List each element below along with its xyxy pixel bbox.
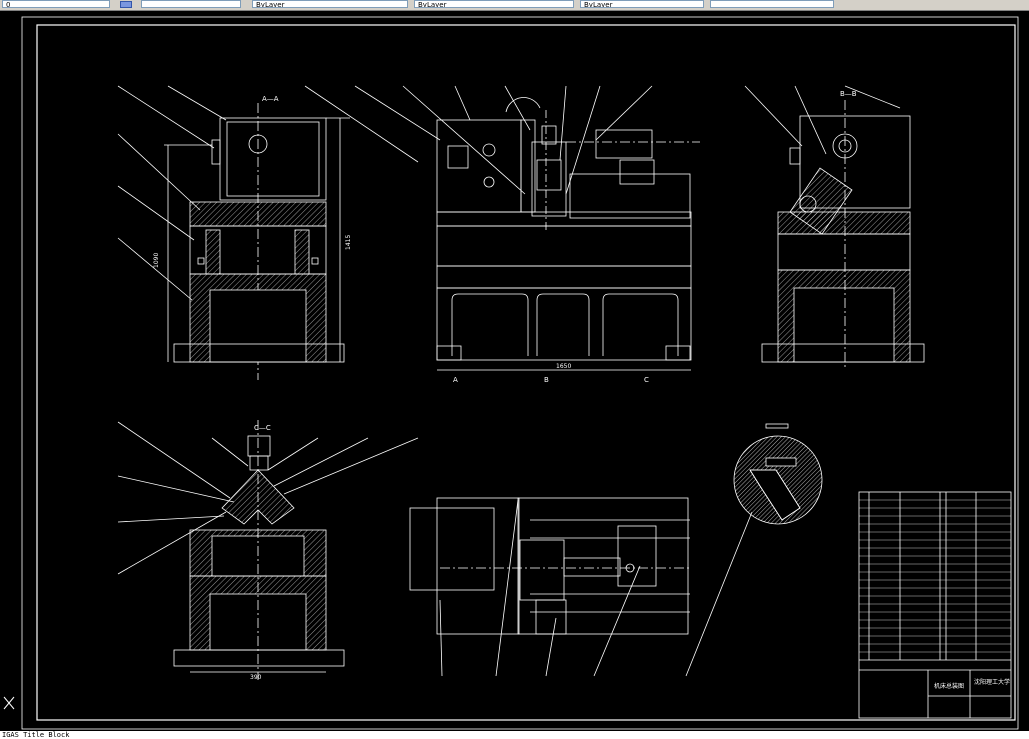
color-dropdown[interactable]: ByLayer: [252, 0, 408, 8]
drawing-canvas[interactable]: A—A 1090 1415: [0, 11, 1029, 731]
front-section-title: A—A: [262, 95, 279, 103]
detail-view-circle: [685, 423, 823, 677]
side-section-title: B—B: [840, 90, 857, 98]
drawing-svg: A—A 1090 1415: [21, 16, 1019, 730]
layer-dropdown[interactable]: 0: [2, 0, 110, 8]
dim-front-height-2: 1415: [345, 235, 352, 250]
front-section-view: A—A 1090 1415: [117, 85, 419, 380]
section-marker-a: A: [453, 376, 458, 384]
ucs-icon: [2, 695, 16, 729]
section-marker-b: B: [544, 376, 549, 384]
properties-toolbar: 0 ByLayer ByLayer ByLayer: [0, 0, 1029, 11]
side-section-view: B—B: [744, 85, 925, 370]
dim-main-width: 1650: [556, 363, 571, 370]
section-marker-c: C: [644, 376, 649, 384]
title-drawing-name: 机床总装图: [934, 682, 964, 690]
bottom-section-title: C—C: [254, 424, 271, 432]
title-block: 机床总装图 沈阳理工大学: [858, 491, 1012, 719]
top-plan-view: [409, 497, 690, 677]
dim-bottom-width: 390: [250, 674, 262, 681]
dim-front-height-1: 1090: [153, 253, 160, 268]
sheet-inner-border: [36, 24, 1016, 721]
plotstyle-dropdown[interactable]: [710, 0, 834, 8]
sheet-outer-border: [21, 16, 1019, 730]
command-line[interactable]: IGAS Title Block: [0, 731, 1029, 739]
lineweight-dropdown[interactable]: ByLayer: [580, 0, 704, 8]
main-front-view: 1650 A B C: [354, 85, 700, 384]
title-school: 沈阳理工大学: [974, 678, 1010, 686]
layer-props-icon[interactable]: [120, 1, 132, 8]
textstyle-dropdown[interactable]: [141, 0, 241, 8]
linetype-dropdown[interactable]: ByLayer: [414, 0, 574, 8]
bottom-section-view: C—C 390: [117, 420, 419, 681]
